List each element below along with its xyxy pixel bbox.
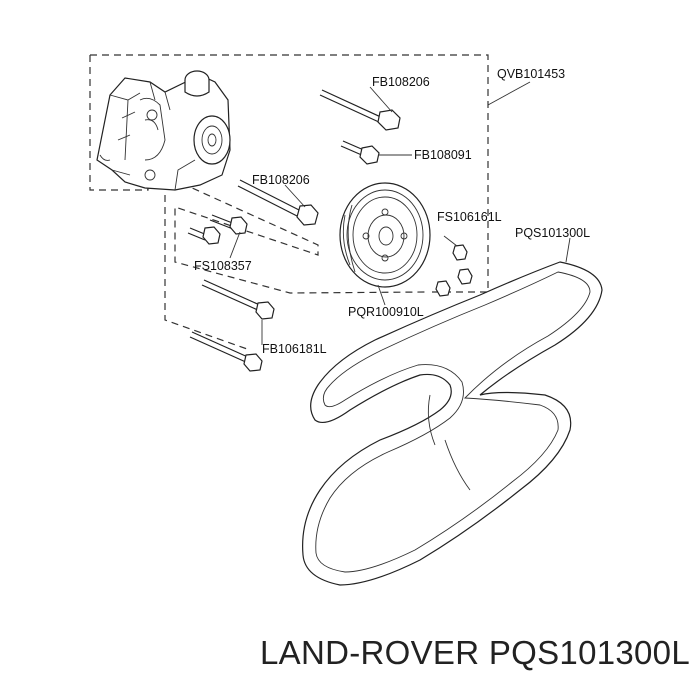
- label-pqr100910l: PQR100910L: [348, 305, 424, 319]
- leader-pqr100910l: [377, 284, 386, 306]
- label-fb108091: FB108091: [414, 148, 472, 162]
- leader-dashed-left: [164, 195, 251, 351]
- bolt-fb106181l-upper: [201, 279, 275, 320]
- label-fb108206-mid: FB108206: [252, 173, 310, 187]
- power-steering-pump: [96, 70, 231, 191]
- label-fs106161l: FS106161L: [437, 210, 502, 224]
- bolt-fb108091: [340, 140, 380, 165]
- footer-part-number: PQS101300L: [488, 634, 690, 671]
- pulley-pqr100910l: [339, 182, 431, 288]
- bolts-fs106161l: [435, 235, 473, 297]
- label-fb108206-top: FB108206: [372, 75, 430, 89]
- bolt-fb108206-mid: [237, 179, 319, 226]
- leader-pqs101300l: [565, 237, 571, 263]
- bolts-fs108357: [187, 214, 248, 245]
- leader-qvb101453: [487, 81, 531, 106]
- label-qvb101453: QVB101453: [497, 67, 565, 81]
- label-fs108357: FS108357: [194, 259, 252, 273]
- footer-caption: LAND-ROVER PQS101300L: [0, 634, 690, 672]
- serpentine-belt-pqs101300l: [302, 261, 603, 586]
- bolt-fb108206-top: [319, 89, 401, 131]
- label-fb106181l: FB106181L: [262, 342, 327, 356]
- leader-fb108206-mid: [284, 184, 306, 208]
- bolt-fb106181l-lower: [189, 331, 263, 372]
- assembly-group-outline: [89, 54, 489, 294]
- leader-fs108357: [229, 231, 241, 259]
- footer-brand: LAND-ROVER: [259, 634, 480, 671]
- label-pqs101300l: PQS101300L: [515, 226, 590, 240]
- leader-fb108206-top: [369, 86, 393, 113]
